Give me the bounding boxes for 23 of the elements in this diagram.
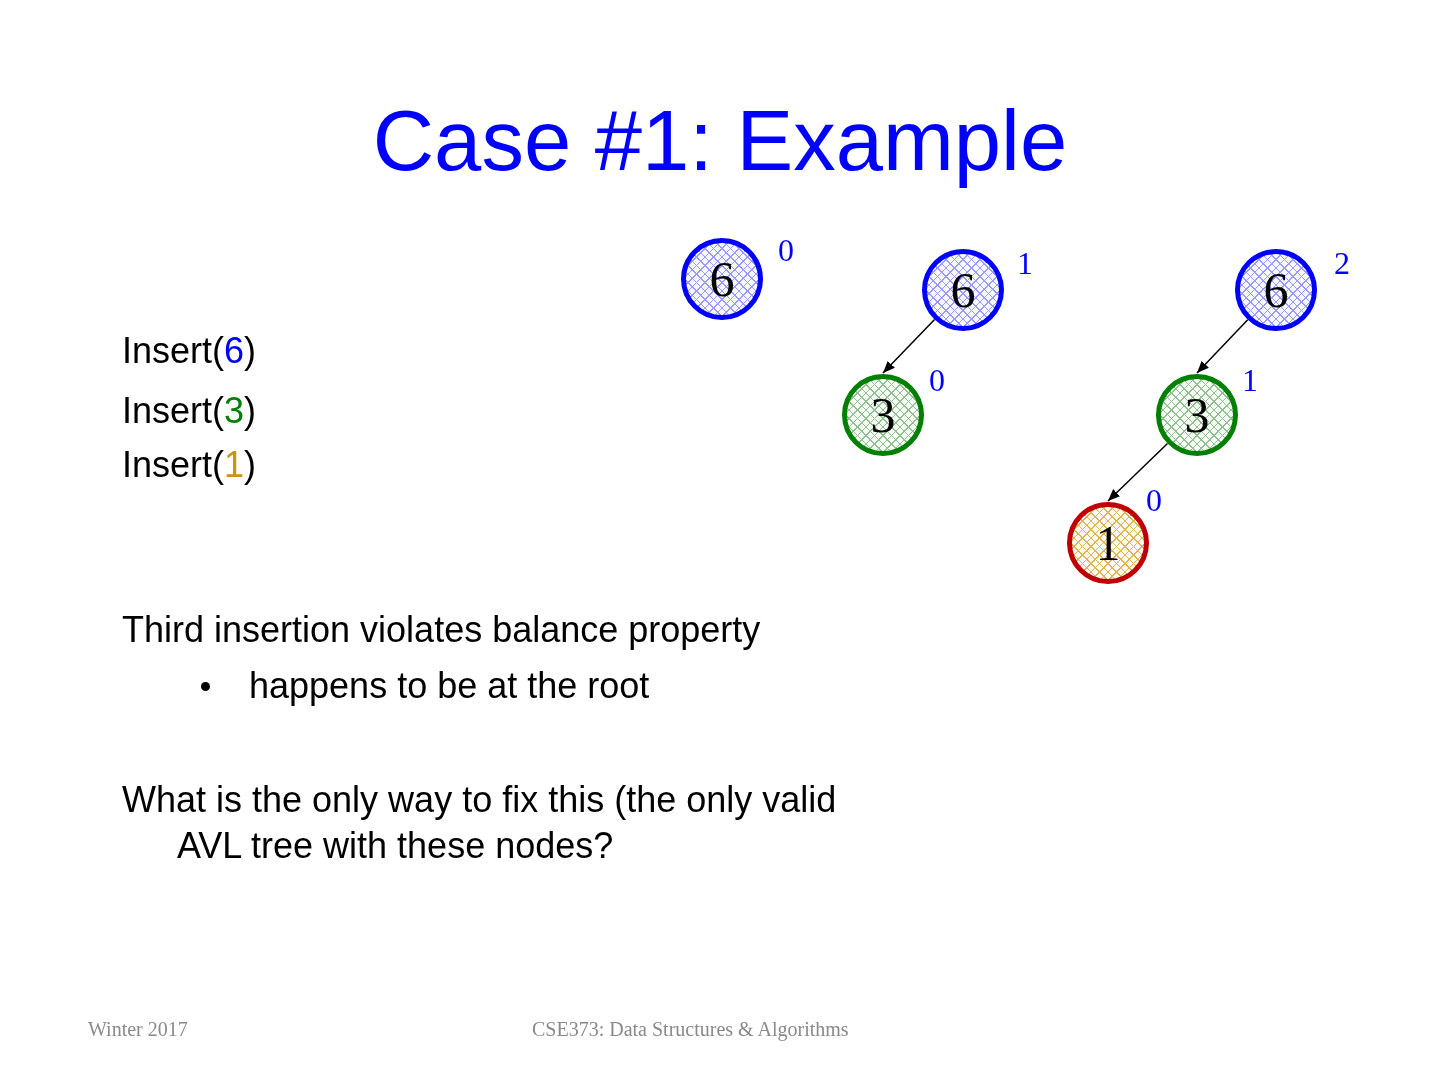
height-label: 0	[778, 234, 794, 266]
node-value: 6	[1263, 267, 1289, 313]
node-value: 3	[1184, 392, 1210, 438]
node-value: 6	[950, 267, 976, 313]
body-text: Third insertion violates balance property	[122, 608, 761, 652]
arrow	[1107, 442, 1169, 502]
height-label: 0	[1146, 484, 1162, 516]
instruction-text: Insert(1)	[122, 443, 257, 487]
height-label: 2	[1334, 247, 1350, 279]
bullet-text: happens to be at the root	[249, 664, 650, 708]
footer-text: CSE373: Data Structures & Algorithms	[532, 1017, 849, 1041]
footer-text: Winter 2017	[88, 1017, 188, 1041]
node-value: 3	[870, 392, 896, 438]
arrow	[1196, 318, 1249, 374]
slide-title: Case #1: Example	[372, 92, 1068, 190]
instruction-text: Insert(3)	[122, 389, 257, 433]
height-label: 0	[929, 364, 945, 396]
arrow	[882, 318, 936, 374]
question-text: What is the only way to fix this (the only valid AVL tree with these nodes?	[122, 778, 838, 868]
height-label: 1	[1017, 247, 1033, 279]
height-label: 1	[1242, 364, 1258, 396]
node-value: 6	[709, 256, 735, 302]
instruction-text: Insert(6)	[122, 329, 257, 373]
